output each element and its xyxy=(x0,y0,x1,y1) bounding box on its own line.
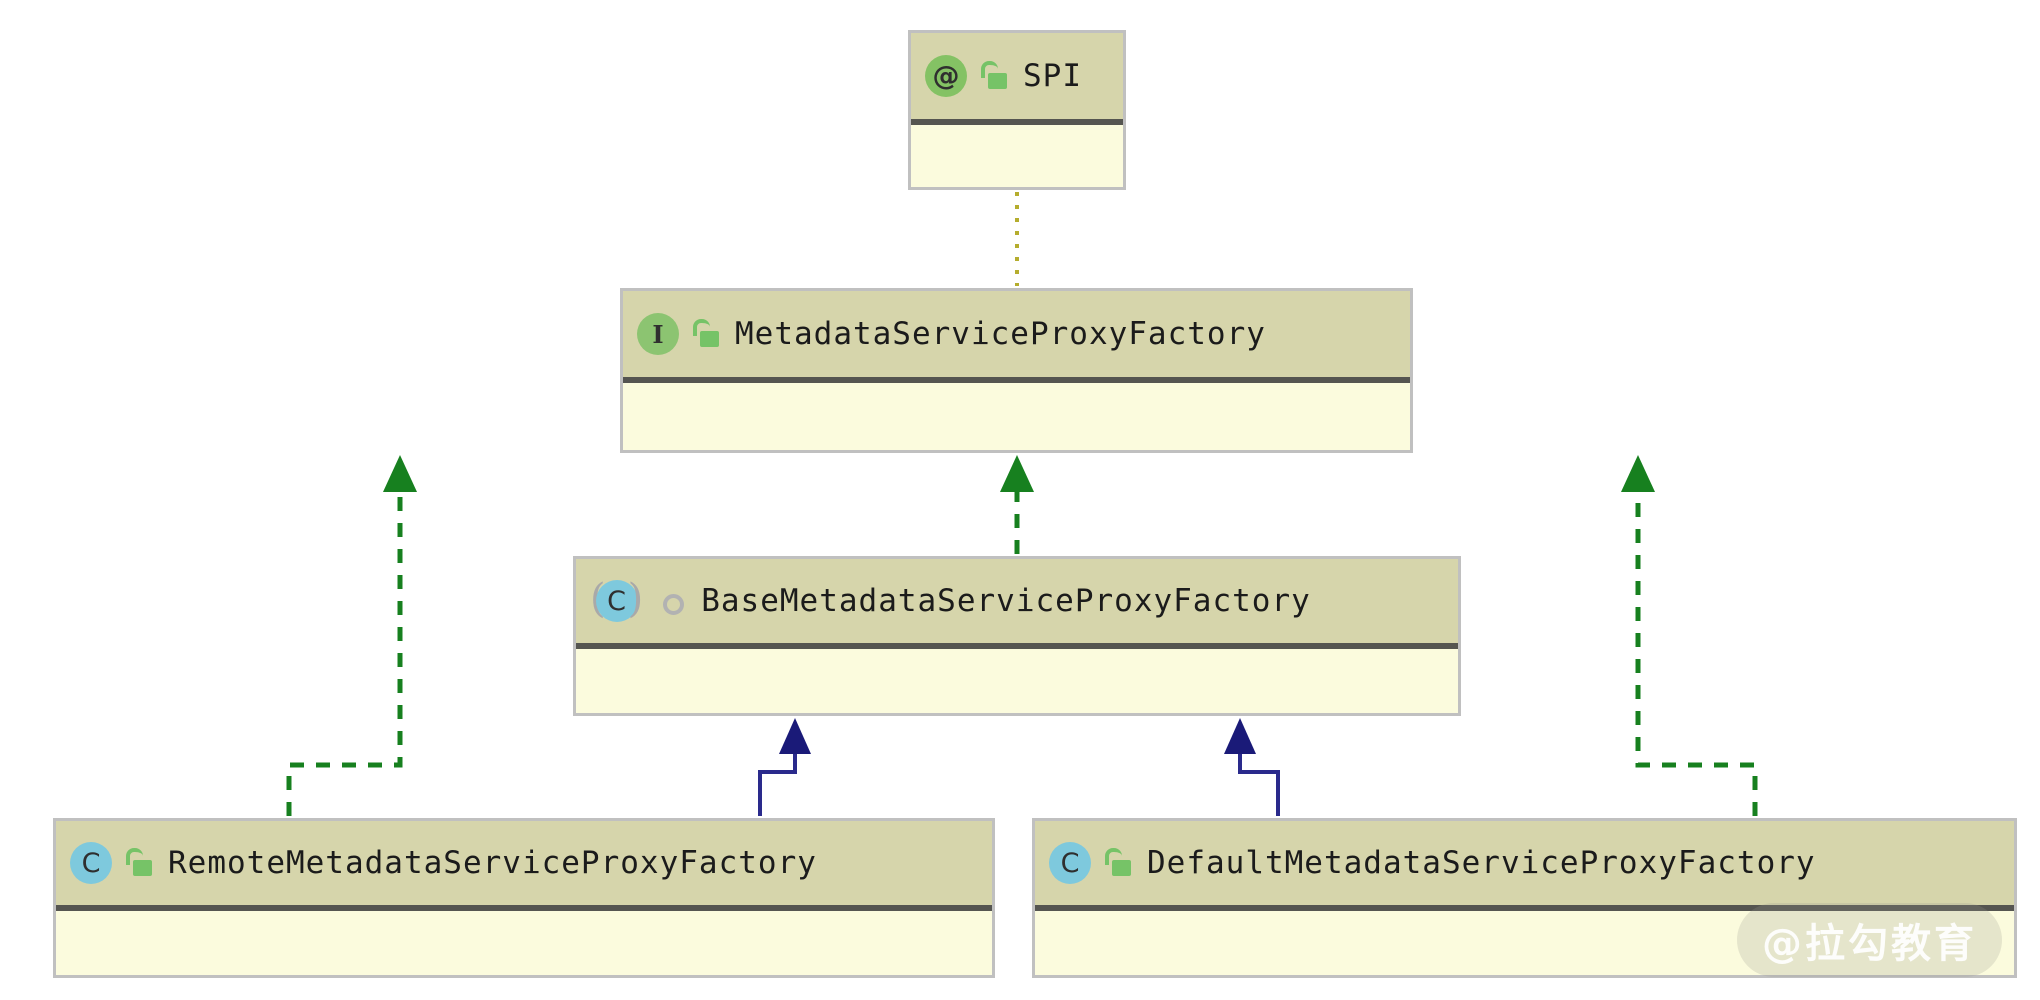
edge-base-realizes-interface-arrowhead xyxy=(1000,455,1034,492)
annotation-at-glyph: @ xyxy=(925,55,967,97)
uml-node-remote-metadata-service-proxy-factory-header: C RemoteMetadataServiceProxyFactory xyxy=(56,821,992,911)
uml-node-spi[interactable]: @ SPI xyxy=(908,30,1126,190)
unlock-public-icon xyxy=(979,60,1009,92)
interface-i-icon: I xyxy=(637,313,685,355)
edge-remote-realizes-interface-arrowhead xyxy=(383,455,417,492)
unlock-body xyxy=(133,860,152,876)
uml-node-default-metadata-service-proxy-factory-title: DefaultMetadataServiceProxyFactory xyxy=(1147,845,1816,881)
abstract-class-c-glyph: C xyxy=(595,580,638,622)
uml-node-default-metadata-service-proxy-factory[interactable]: C DefaultMetadataServiceProxyFactory xyxy=(1032,818,2017,978)
uml-node-metadata-service-proxy-factory-title: MetadataServiceProxyFactory xyxy=(735,316,1266,352)
uml-node-remote-metadata-service-proxy-factory-members xyxy=(56,911,992,975)
unlock-body xyxy=(700,331,719,347)
unlock-public-icon xyxy=(1103,847,1133,879)
edge-remote-extends-base xyxy=(758,746,797,816)
class-c-glyph: C xyxy=(1049,842,1091,884)
uml-node-spi-members xyxy=(911,125,1123,187)
class-c-icon: C xyxy=(1049,842,1097,884)
edge-default-extends-base xyxy=(1238,746,1280,816)
unlock-shackle xyxy=(126,848,143,865)
interface-i-glyph: I xyxy=(637,313,679,355)
class-c-glyph: C xyxy=(70,842,112,884)
uml-node-metadata-service-proxy-factory[interactable]: I MetadataServiceProxyFactory xyxy=(620,288,1413,453)
uml-node-spi-header: @ SPI xyxy=(911,33,1123,125)
uml-node-base-metadata-service-proxy-factory[interactable]: ( C ) BaseMetadataServiceProxyFactory xyxy=(573,556,1461,716)
uml-node-remote-metadata-service-proxy-factory-title: RemoteMetadataServiceProxyFactory xyxy=(168,845,817,881)
uml-node-metadata-service-proxy-factory-members xyxy=(623,383,1410,450)
uml-node-base-metadata-service-proxy-factory-title: BaseMetadataServiceProxyFactory xyxy=(701,583,1311,619)
unlock-shackle xyxy=(981,61,998,78)
unlock-shackle xyxy=(1105,848,1122,865)
uml-node-spi-title: SPI xyxy=(1023,58,1082,94)
unlock-shackle xyxy=(693,319,710,336)
edge-remote-extends-base-arrowhead xyxy=(779,718,811,754)
unlock-body xyxy=(988,73,1007,89)
abstract-class-c-icon: ( C ) xyxy=(590,576,644,622)
edge-default-realizes-interface xyxy=(1635,483,1758,816)
edge-remote-realizes-interface xyxy=(286,483,403,816)
abstract-paren-right: ) xyxy=(627,576,644,622)
unlock-body xyxy=(1112,860,1131,876)
package-private-ring xyxy=(663,594,685,615)
class-c-icon: C xyxy=(70,842,118,884)
unlock-public-icon xyxy=(691,318,721,350)
uml-node-base-metadata-service-proxy-factory-header: ( C ) BaseMetadataServiceProxyFactory xyxy=(576,559,1458,649)
edge-default-realizes-interface-arrowhead xyxy=(1621,455,1655,492)
uml-node-default-metadata-service-proxy-factory-members xyxy=(1035,911,2014,975)
uml-node-remote-metadata-service-proxy-factory[interactable]: C RemoteMetadataServiceProxyFactory xyxy=(53,818,995,978)
annotation-at-icon: @ xyxy=(925,55,973,97)
edge-default-extends-base-arrowhead xyxy=(1224,718,1256,754)
uml-node-metadata-service-proxy-factory-header: I MetadataServiceProxyFactory xyxy=(623,291,1410,383)
unlock-public-icon xyxy=(124,847,154,879)
package-private-circle-icon xyxy=(661,590,685,615)
uml-node-base-metadata-service-proxy-factory-members xyxy=(576,649,1458,713)
uml-node-default-metadata-service-proxy-factory-header: C DefaultMetadataServiceProxyFactory xyxy=(1035,821,2014,911)
